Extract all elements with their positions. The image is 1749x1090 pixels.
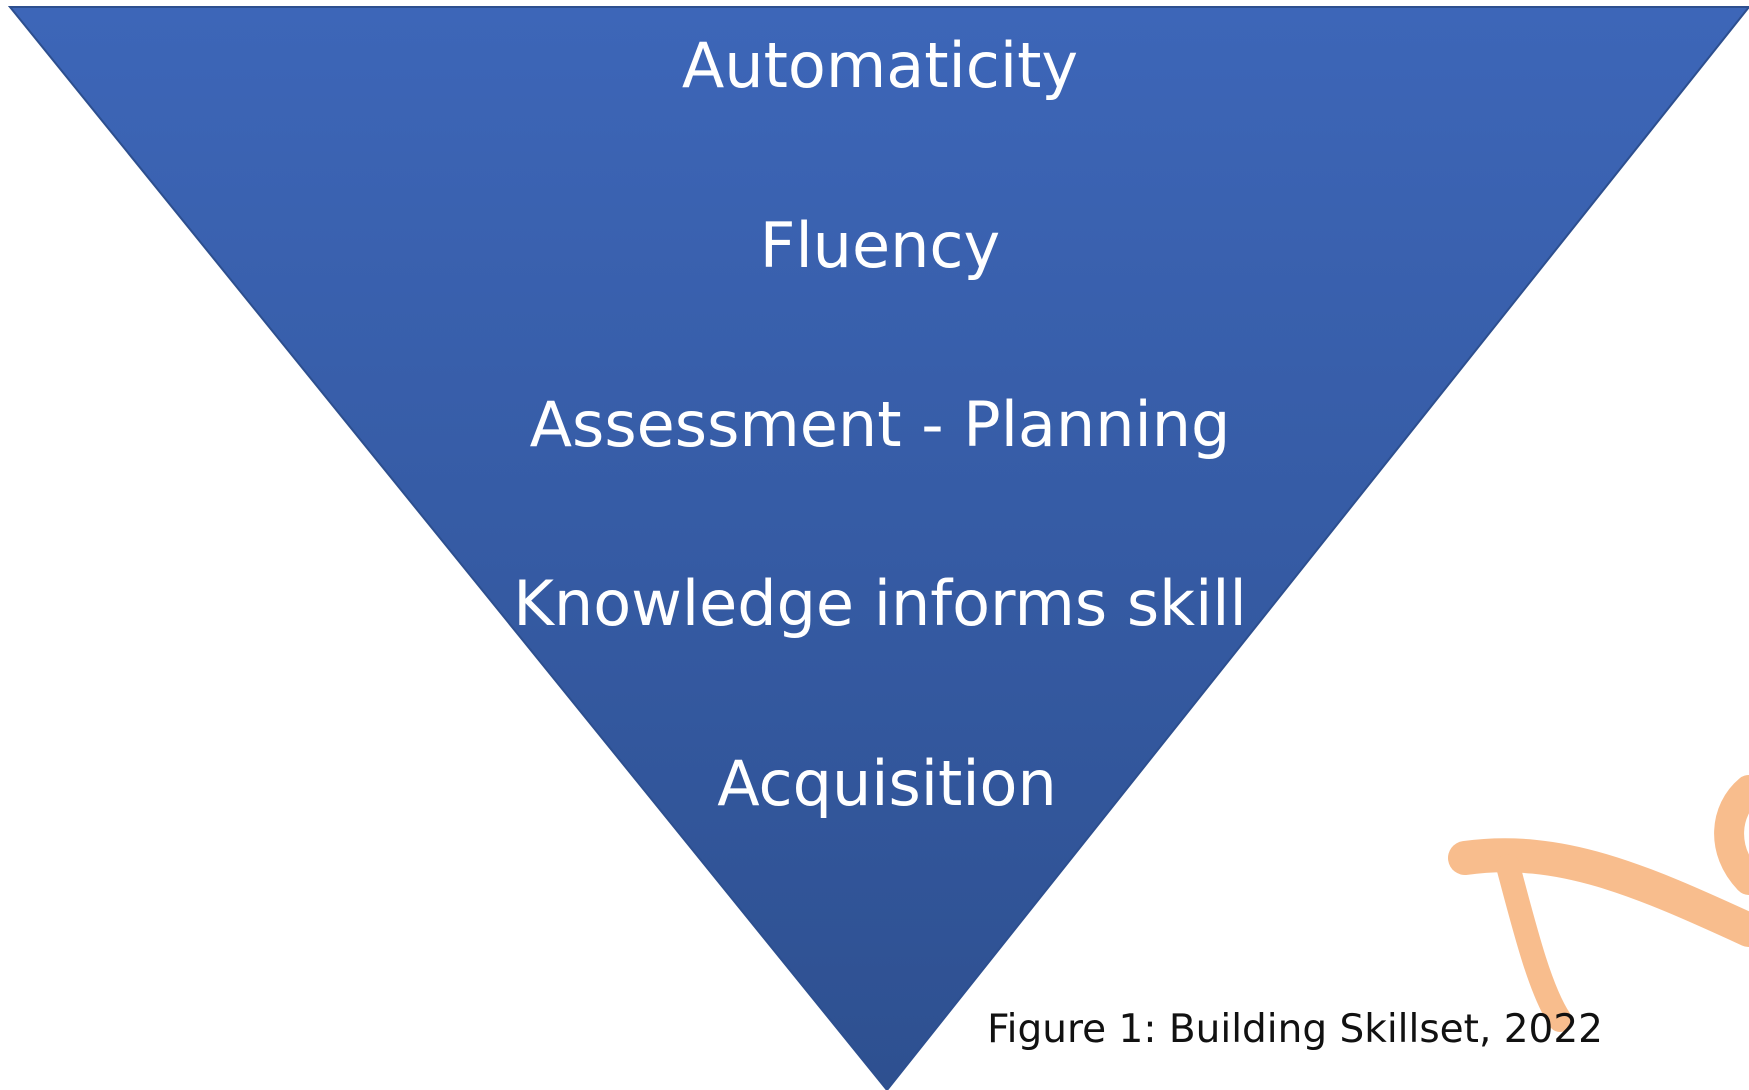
level-label-fluency: Fluency	[760, 209, 1000, 282]
level-label-automaticity: Automaticity	[682, 29, 1078, 102]
inverted-triangle	[7, 6, 1749, 1090]
level-label-assessment-planning: Assessment - Planning	[530, 388, 1231, 461]
level-label-knowledge-informs-skill: Knowledge informs skill	[513, 567, 1247, 640]
figure-caption: Figure 1: Building Skillset, 2022	[987, 1007, 1603, 1052]
logo-watermark-icon	[1448, 775, 1749, 1032]
level-label-acquisition: Acquisition	[717, 747, 1057, 820]
